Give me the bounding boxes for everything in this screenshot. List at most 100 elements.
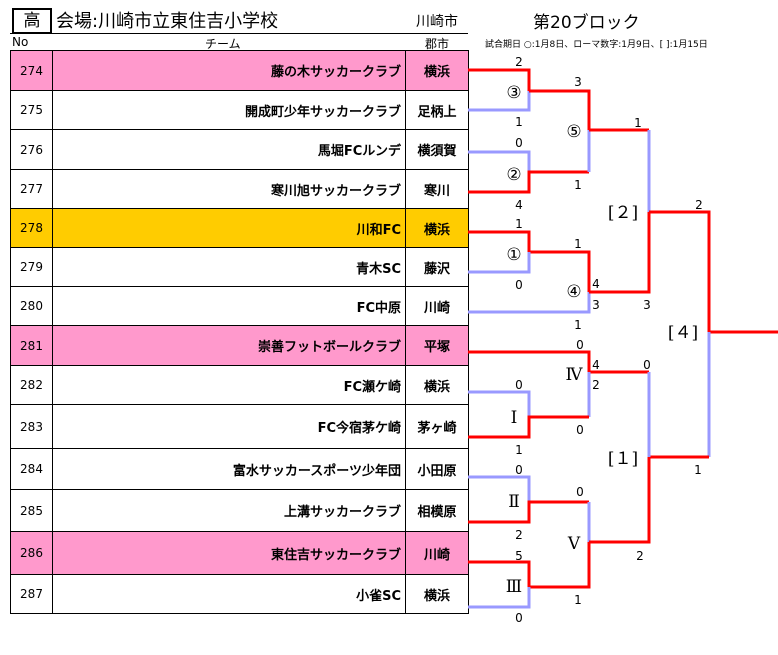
venue-title: 会場:川崎市立東住吉小学校 bbox=[56, 11, 279, 32]
score: 0 bbox=[576, 485, 584, 499]
score: 4 bbox=[592, 277, 600, 291]
score: 4 bbox=[515, 198, 523, 212]
score: 4 bbox=[592, 358, 600, 372]
team-name: FC今宿茅ケ崎 bbox=[52, 404, 406, 449]
team-city: 小田原 bbox=[405, 448, 469, 490]
team-number: 283 bbox=[10, 404, 53, 449]
score: 2 bbox=[515, 528, 523, 542]
scores: 2 1 0 4 3 1 1 1 0 1 4 3 3 1 2 0 4 2 0 0 … bbox=[515, 55, 703, 625]
bracket-line bbox=[468, 415, 589, 439]
bracket-line bbox=[468, 475, 531, 502]
team-city: 横浜 bbox=[405, 365, 469, 405]
match-label: ④ bbox=[566, 282, 581, 302]
bracket-lines bbox=[468, 68, 778, 609]
bracket-line bbox=[649, 210, 778, 334]
match-label: [２] bbox=[608, 203, 638, 223]
score: 1 bbox=[574, 237, 582, 251]
team-number: 285 bbox=[10, 489, 53, 532]
score: 1 bbox=[694, 463, 702, 477]
score: 0 bbox=[643, 358, 651, 372]
team-name: 開成町少年サッカークラブ bbox=[52, 90, 406, 130]
title-underline bbox=[10, 33, 468, 34]
bracket-line bbox=[468, 292, 591, 314]
score: 0 bbox=[515, 378, 523, 392]
column-header-city: 郡市 bbox=[425, 37, 450, 51]
match-label: [１] bbox=[608, 449, 638, 469]
bracket-line bbox=[468, 587, 531, 609]
team-city: 横浜 bbox=[405, 50, 469, 91]
score: 1 bbox=[515, 115, 523, 129]
column-header-team: チーム bbox=[205, 37, 241, 51]
bracket-line bbox=[468, 150, 531, 172]
match-label: ⑤ bbox=[566, 122, 581, 142]
bracket-line bbox=[468, 91, 531, 112]
block-title: 第20ブロック bbox=[533, 13, 640, 33]
match-label: Ⅲ bbox=[506, 577, 522, 597]
team-city: 足柄上 bbox=[405, 90, 469, 130]
score: 2 bbox=[592, 378, 600, 392]
team-number: 280 bbox=[10, 286, 53, 326]
score: 3 bbox=[643, 298, 651, 312]
match-label: ② bbox=[506, 165, 521, 185]
bracket-line bbox=[589, 455, 709, 544]
bracket-line bbox=[468, 390, 531, 417]
team-city: 横須賀 bbox=[405, 129, 469, 170]
score: 2 bbox=[636, 549, 644, 563]
bracket-line bbox=[529, 89, 591, 130]
match-label: Ⅴ bbox=[567, 534, 581, 554]
score: 1 bbox=[634, 116, 642, 130]
team-name: 東住吉サッカークラブ bbox=[52, 531, 406, 575]
match-label: Ⅰ bbox=[511, 408, 518, 428]
match-label: Ⅳ bbox=[566, 365, 584, 385]
bracket-line bbox=[468, 252, 531, 274]
score: 1 bbox=[515, 443, 523, 457]
column-header-no: No bbox=[12, 35, 29, 49]
score: 0 bbox=[576, 338, 584, 352]
team-name: 川和FC bbox=[52, 208, 406, 248]
team-number: 275 bbox=[10, 90, 53, 130]
team-city: 横浜 bbox=[405, 574, 469, 614]
team-name: 寒川旭サッカークラブ bbox=[52, 169, 406, 209]
match-labels: ③ ② ⑤ ① ④ [２] [４] Ⅳ Ⅰ Ⅱ Ⅴ Ⅲ [１] bbox=[506, 83, 698, 597]
score: 1 bbox=[574, 318, 582, 332]
bracket-line bbox=[468, 170, 589, 194]
team-city: 相模原 bbox=[405, 489, 469, 532]
bracket-line bbox=[468, 68, 531, 91]
team-city: 寒川 bbox=[405, 169, 469, 209]
score: 1 bbox=[515, 217, 523, 231]
team-number: 276 bbox=[10, 129, 53, 170]
score: 0 bbox=[515, 611, 523, 625]
team-number: 281 bbox=[10, 325, 53, 366]
team-name: 小雀SC bbox=[52, 574, 406, 614]
team-name: 崇善フットボールクラブ bbox=[52, 325, 406, 366]
score: 1 bbox=[574, 593, 582, 607]
team-number: 277 bbox=[10, 169, 53, 209]
team-name: 藤の木サッカークラブ bbox=[52, 50, 406, 91]
score: 3 bbox=[592, 298, 600, 312]
team-city: 藤沢 bbox=[405, 247, 469, 287]
match-label: [４] bbox=[668, 323, 698, 343]
team-name: 上溝サッカークラブ bbox=[52, 489, 406, 532]
team-name: 富水サッカースポーツ少年団 bbox=[52, 448, 406, 490]
score: 0 bbox=[515, 463, 523, 477]
score: 2 bbox=[695, 198, 703, 212]
bracket-line bbox=[468, 500, 589, 524]
bracket-line bbox=[468, 350, 649, 374]
team-name: 馬堀FCルンデ bbox=[52, 129, 406, 170]
team-number: 278 bbox=[10, 208, 53, 248]
team-number: 286 bbox=[10, 531, 53, 575]
match-label: Ⅱ bbox=[508, 492, 520, 512]
team-city: 川崎 bbox=[405, 531, 469, 575]
